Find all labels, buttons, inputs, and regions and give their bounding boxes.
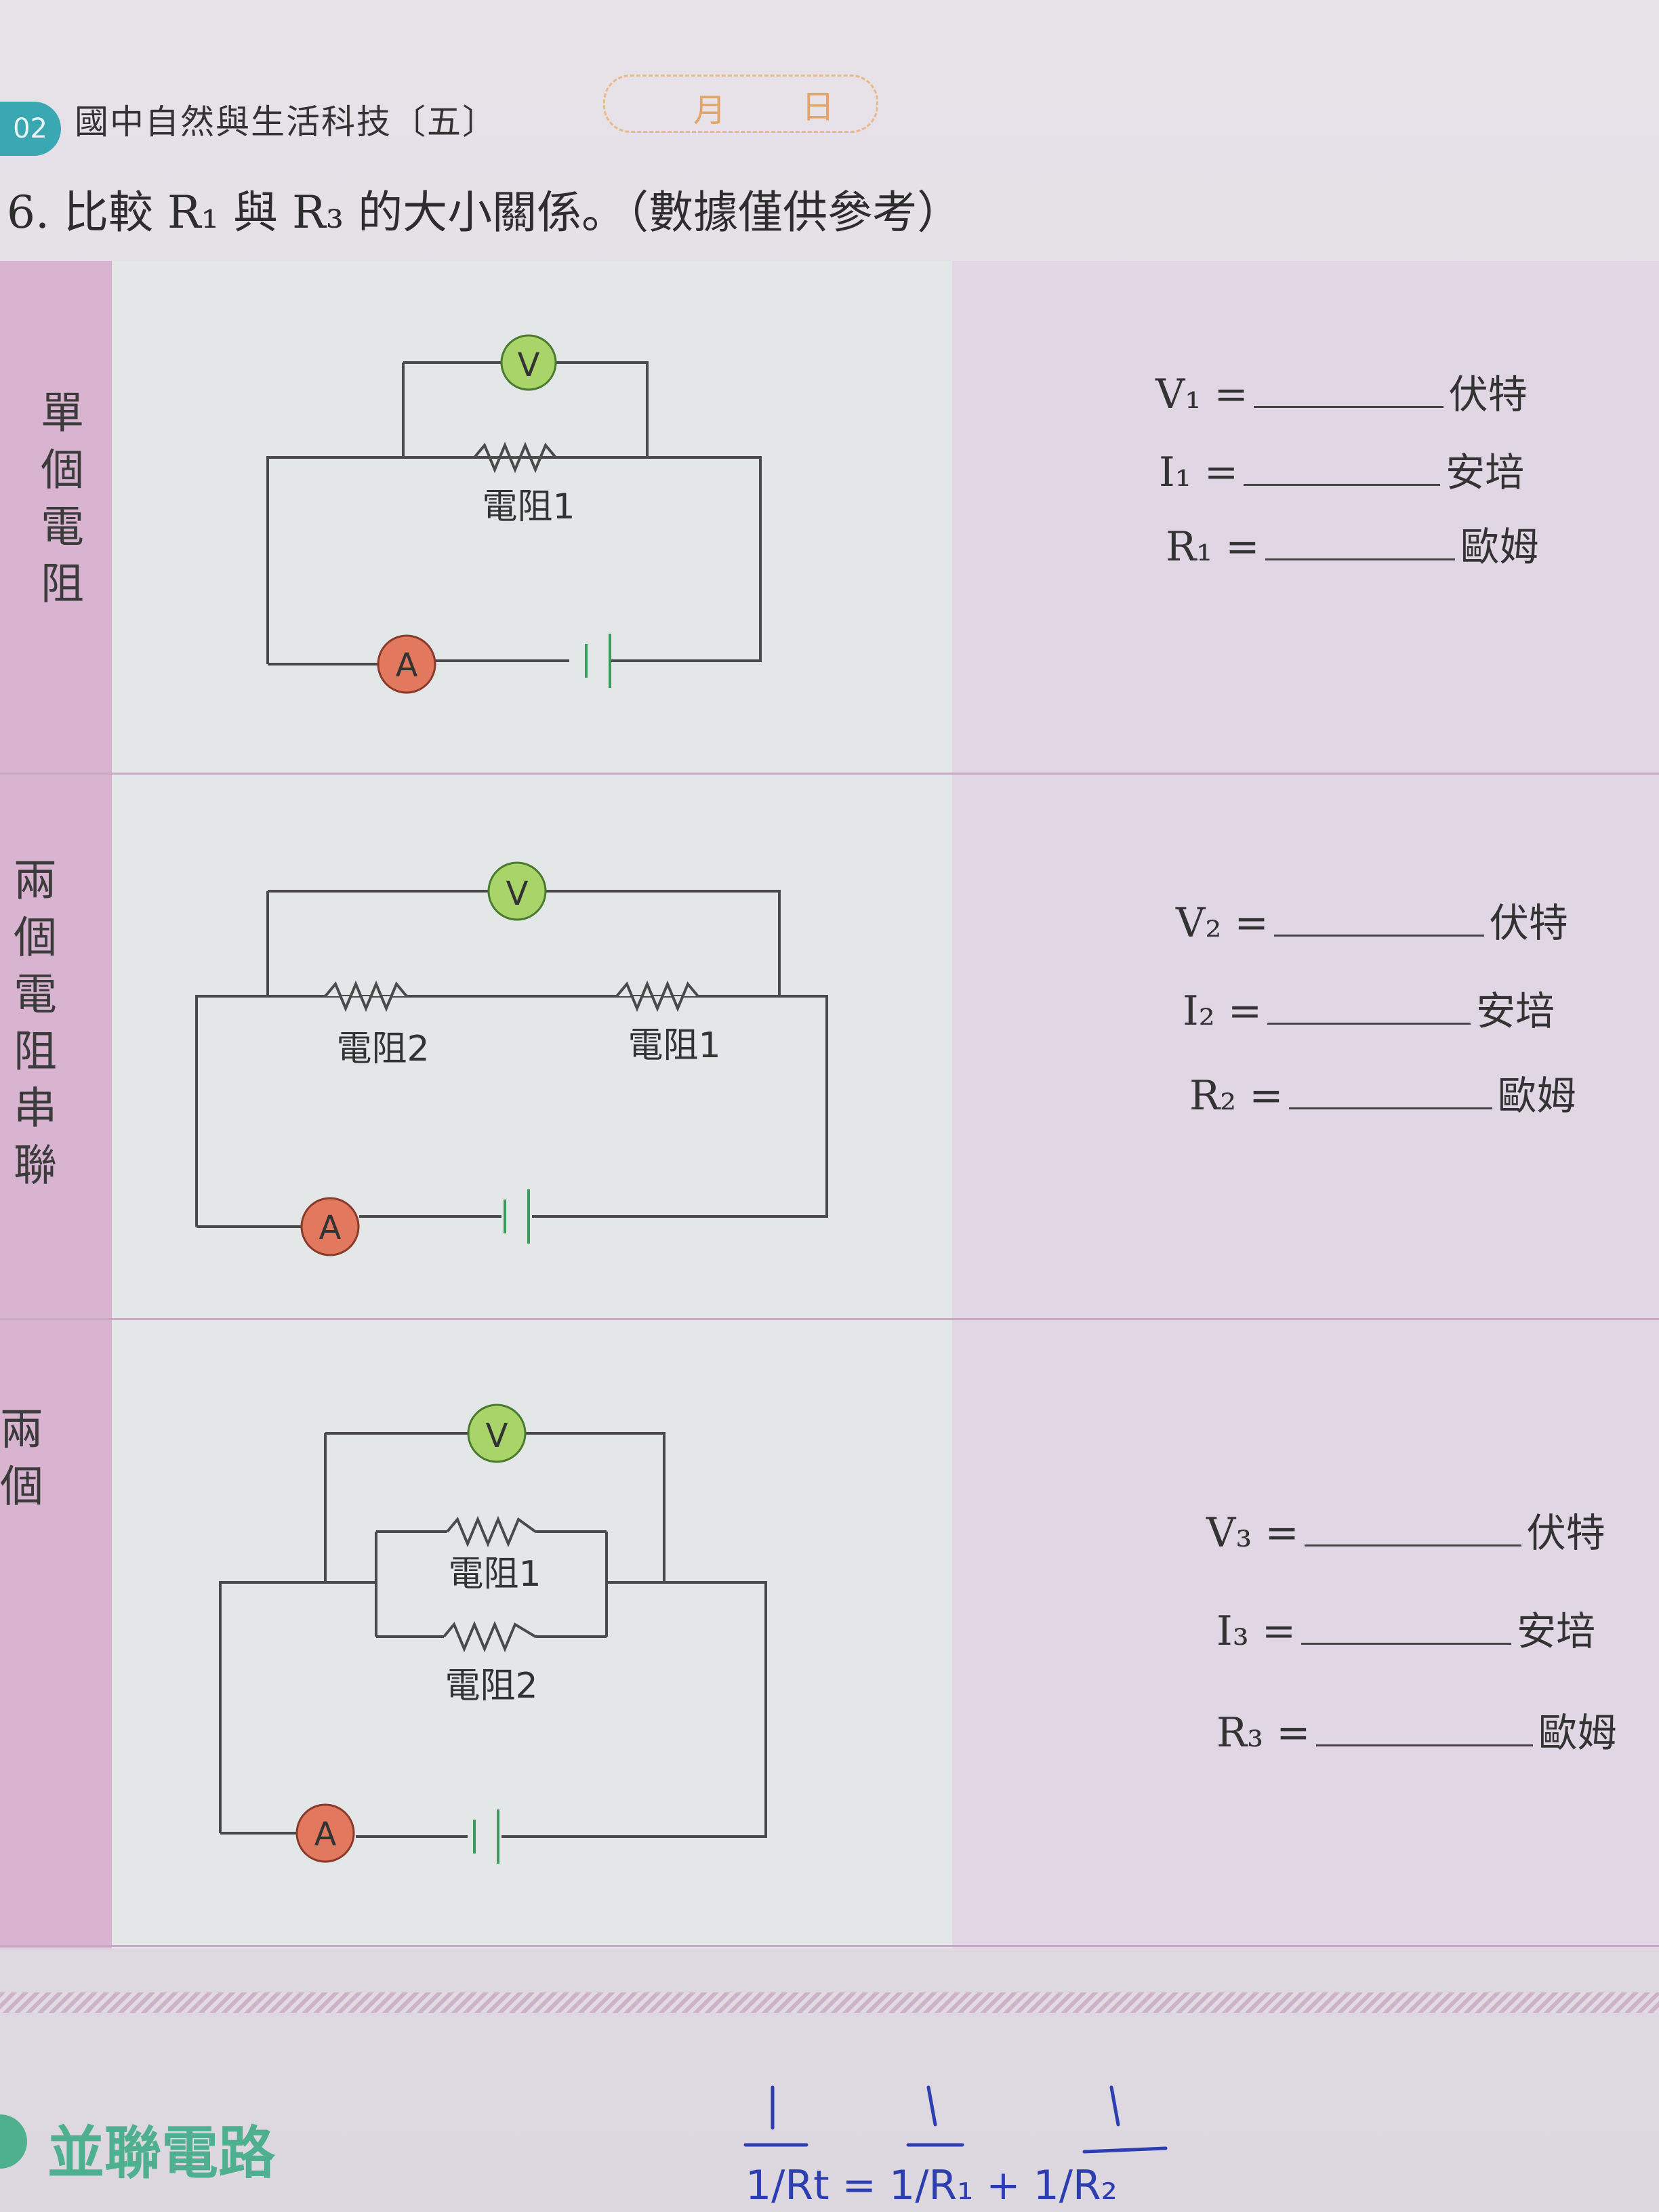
answer-blank[interactable]	[1244, 457, 1441, 486]
resistor-zigzag	[443, 1620, 537, 1653]
comparison-table: 單個電阻 兩個電阻串聯 兩個 V A 電阻1	[0, 261, 1659, 1948]
equation-var: I₃ =	[1216, 1607, 1296, 1655]
equation-i2: I₂ = 安培	[1183, 979, 1555, 1036]
section-bullet-icon	[0, 2114, 27, 2169]
answer-blank[interactable]	[1288, 1080, 1492, 1109]
row-divider	[0, 1945, 1659, 1947]
ammeter-circle	[377, 634, 436, 694]
resistor-label: 電阻2	[445, 1666, 537, 1706]
circuit-single	[266, 361, 762, 688]
handwritten-formula: 1/Rt = 1/R₁ + 1/R₂	[743, 2085, 1168, 2209]
equation-r2: R₂ = 歐姆	[1189, 1064, 1576, 1121]
resistor-label: 電阻1	[482, 487, 575, 527]
equation-unit: 歐姆	[1538, 1710, 1617, 1756]
row-divider	[0, 773, 1659, 775]
resistor-label: 電阻1	[628, 1025, 720, 1066]
question-text: 6. 比較 R₁ 與 R₃ 的大小關係。（數據僅供參考）	[7, 186, 962, 239]
answer-column	[952, 261, 1659, 1948]
answer-blank[interactable]	[1301, 1616, 1512, 1645]
answer-blank[interactable]	[1315, 1717, 1533, 1746]
equation-v2: V₂ = 伏特	[1176, 891, 1568, 948]
equation-var: V₂ =	[1176, 899, 1269, 947]
equation-unit: 歐姆	[1460, 524, 1539, 570]
decorative-band	[0, 1992, 1659, 2013]
resistor-zigzag	[324, 980, 408, 1012]
equation-v1: V₁ = 伏特	[1155, 363, 1528, 419]
equation-unit: 安培	[1476, 988, 1555, 1034]
page-number-badge: 02	[0, 102, 61, 156]
circuit-diagrams: V A 電阻1 V A 電阻2 電阻1	[195, 334, 828, 1864]
equation-unit: 伏特	[1489, 900, 1568, 946]
handwritten-formula-text: 1/Rt = 1/R₁ + 1/R₂	[745, 2162, 1118, 2209]
ammeter-symbol: A	[314, 1816, 337, 1853]
ammeter-circle	[300, 1197, 360, 1256]
section-title: 並聯電路	[47, 2120, 276, 2186]
equation-var: R₂ =	[1189, 1072, 1284, 1120]
equation-unit: 伏特	[1526, 1510, 1605, 1556]
resistor-zigzag	[615, 980, 699, 1012]
equation-i3: I₃ = 安培	[1216, 1599, 1595, 1656]
row-label-column	[0, 261, 112, 1948]
resistor-zigzag	[446, 1515, 537, 1548]
circuit-series	[195, 890, 828, 1244]
equation-unit: 安培	[1446, 449, 1525, 495]
equation-r3: R₃ = 歐姆	[1216, 1701, 1617, 1758]
voltmeter-symbol: V	[486, 1417, 508, 1455]
resistor-zigzag	[473, 441, 557, 474]
voltmeter-symbol: V	[506, 875, 529, 913]
equation-unit: 安培	[1517, 1608, 1596, 1654]
answer-blank[interactable]	[1253, 379, 1443, 408]
resistor-label: 電阻1	[448, 1554, 541, 1595]
row-divider	[0, 1318, 1659, 1320]
ammeter-symbol: A	[319, 1209, 342, 1247]
voltmeter-circle	[467, 1404, 527, 1463]
resistor-label: 電阻2	[336, 1029, 429, 1069]
equation-var: R₃ =	[1216, 1709, 1311, 1757]
circuit-parallel	[219, 1432, 767, 1864]
voltmeter-circle	[500, 334, 557, 391]
row-label-series: 兩個電阻串聯	[6, 857, 56, 1199]
voltmeter-symbol: V	[518, 346, 540, 384]
equation-v3: V₃ = 伏特	[1206, 1501, 1605, 1558]
equation-var: I₂ =	[1183, 987, 1263, 1035]
ammeter-circle	[295, 1803, 355, 1863]
equation-r1: R₁ = 歐姆	[1166, 515, 1539, 572]
row-label-single: 單個電阻	[33, 390, 83, 617]
book-title: 國中自然與生活科技〔五〕	[75, 102, 497, 142]
equation-var: V₁ =	[1155, 371, 1248, 418]
date-day-label: 日	[802, 88, 835, 126]
page-number: 02	[13, 113, 47, 144]
equation-var: I₁ =	[1159, 449, 1239, 496]
ammeter-symbol: A	[396, 647, 418, 684]
answer-blank[interactable]	[1265, 531, 1455, 560]
answer-blank[interactable]	[1273, 907, 1484, 937]
equation-i1: I₁ = 安培	[1159, 441, 1524, 497]
answer-blank[interactable]	[1304, 1517, 1521, 1547]
date-month-label: 月	[693, 91, 726, 129]
equation-unit: 伏特	[1448, 371, 1528, 417]
equation-var: R₁ =	[1166, 523, 1260, 571]
date-box[interactable]: 月 日	[603, 75, 878, 133]
answer-blank[interactable]	[1267, 996, 1471, 1025]
voltmeter-circle	[487, 861, 547, 921]
circuit-column	[112, 261, 952, 1948]
equation-unit: 歐姆	[1497, 1073, 1576, 1119]
equation-var: V₃ =	[1206, 1509, 1299, 1557]
row-label-parallel: 兩個	[0, 1406, 43, 1520]
